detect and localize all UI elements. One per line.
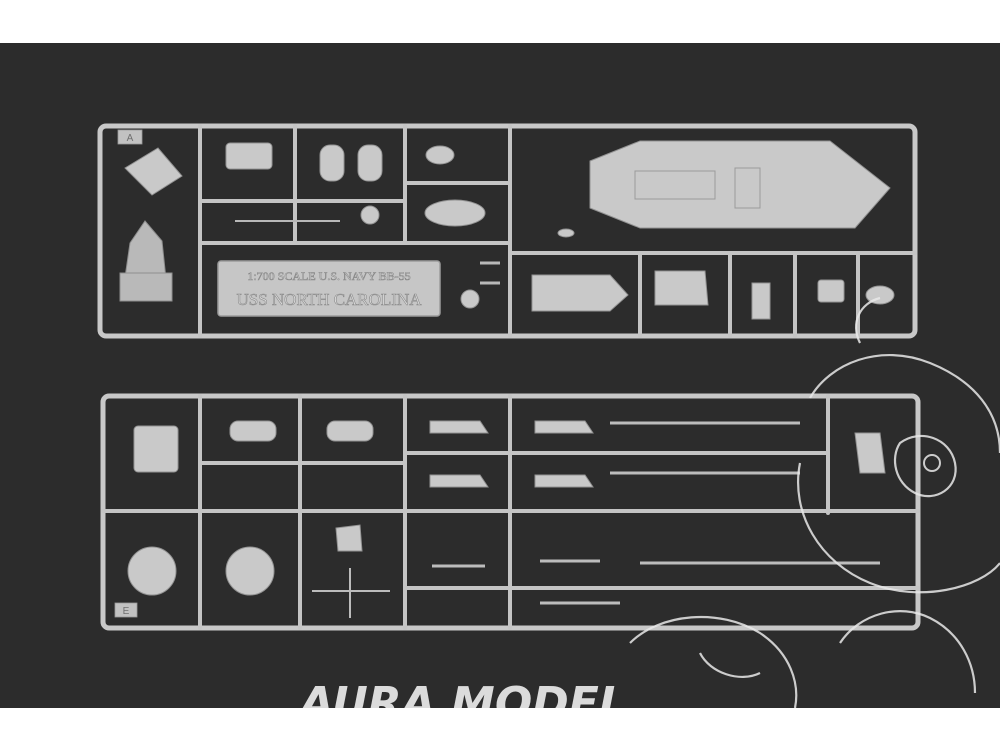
- sprue-e-letter: E: [123, 606, 130, 617]
- turret-housing-part: [133, 425, 179, 473]
- round-turret-part-2: [225, 546, 275, 596]
- deck-section-part: [589, 140, 891, 229]
- turret-base-part: [225, 142, 273, 170]
- sprue-a-letter: A: [127, 133, 134, 144]
- kit-photo: A 1:700 SCALE U.S. NAVY BB-55 USS NORTH …: [0, 43, 1000, 708]
- gun-turret-part: [424, 199, 486, 227]
- plate-scale-text: 1:700 SCALE U.S. NAVY BB-55: [247, 269, 410, 283]
- turret-part: [654, 270, 709, 306]
- sprue-a-frame: [97, 123, 918, 339]
- name-plate: [217, 260, 441, 317]
- deck-bridge-part: [124, 147, 183, 196]
- sprue-illustration: A 1:700 SCALE U.S. NAVY BB-55 USS NORTH …: [97, 123, 1000, 708]
- watermark-text: AURA MODEL: [297, 678, 627, 708]
- cartoon-character-logo: [629, 296, 1000, 708]
- round-turret-part: [127, 546, 177, 596]
- plate-ship-name: USS NORTH CAROLINA: [236, 290, 422, 309]
- hull-block-part: [531, 274, 629, 312]
- sprue-e: E: [100, 393, 921, 631]
- watermark: AURA MODEL: [297, 296, 1000, 708]
- sprue-a: A 1:700 SCALE U.S. NAVY BB-55 USS NORTH …: [97, 123, 918, 339]
